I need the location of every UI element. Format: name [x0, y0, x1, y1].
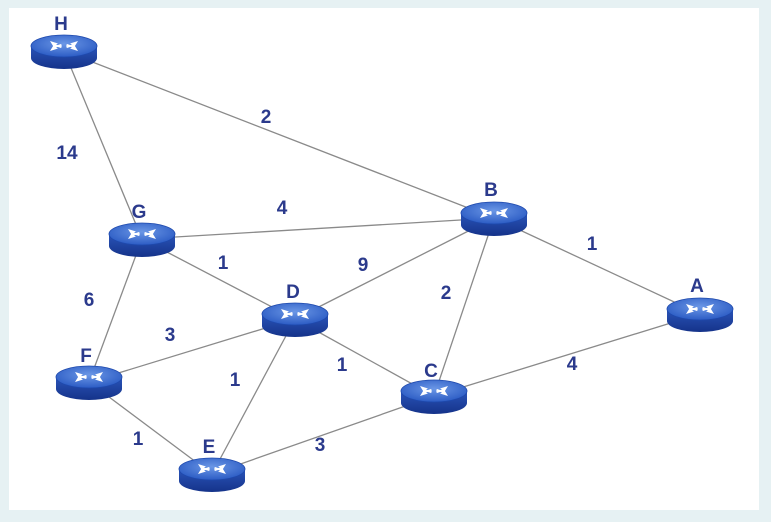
edge-D-E — [211, 318, 296, 475]
edge-B-C — [433, 217, 495, 397]
node-label-F: F — [80, 346, 92, 367]
router-icon — [55, 365, 123, 400]
edge-F-D — [88, 318, 296, 383]
edge-weight-H-B: 2 — [261, 107, 272, 128]
edge-weight-B-C: 2 — [441, 283, 452, 304]
edge-E-C — [211, 395, 435, 475]
edge-G-B — [141, 217, 495, 240]
router-icon — [30, 34, 98, 69]
node-label-H: H — [54, 14, 68, 35]
node-label-G: G — [132, 202, 147, 223]
router-node-D: D — [261, 282, 329, 337]
node-label-D: D — [286, 282, 300, 303]
node-label-E: E — [203, 437, 216, 458]
node-label-C: C — [424, 361, 438, 382]
edge-weight-C-A: 4 — [567, 354, 578, 375]
edge-weight-B-A: 1 — [587, 234, 598, 255]
router-icon — [460, 201, 528, 236]
router-icon — [666, 297, 734, 332]
node-label-A: A — [690, 276, 704, 297]
nodes-layer: H G B A D F C E — [30, 14, 734, 492]
edge-weight-G-D: 1 — [218, 253, 229, 274]
router-node-A: A — [666, 276, 734, 332]
router-node-C: C — [400, 361, 468, 414]
edge-weight-E-C: 3 — [315, 435, 326, 456]
edge-weight-F-D: 3 — [165, 325, 176, 346]
edge-weight-F-E: 1 — [133, 429, 144, 450]
router-node-F: F — [55, 346, 123, 400]
router-node-H: H — [30, 14, 98, 69]
router-icon — [108, 222, 176, 257]
edge-weight-H-G: 14 — [56, 143, 78, 164]
edge-weight-D-E: 1 — [230, 370, 241, 391]
router-node-E: E — [178, 437, 246, 492]
router-node-B: B — [460, 180, 528, 236]
router-icon — [261, 302, 329, 337]
edge-B-A — [493, 217, 701, 315]
router-node-G: G — [108, 202, 176, 257]
node-label-B: B — [484, 180, 498, 201]
edges-layer — [63, 50, 701, 475]
router-icon — [400, 379, 468, 414]
edge-C-A — [433, 313, 701, 397]
edge-weight-G-B: 4 — [277, 198, 288, 219]
edge-weight-D-B: 9 — [358, 255, 369, 276]
edge-D-B — [294, 217, 495, 320]
edge-H-G — [63, 50, 143, 240]
edge-weight-D-C: 1 — [337, 355, 348, 376]
router-icon — [178, 457, 246, 492]
edge-H-B — [63, 50, 495, 219]
edge-weight-G-F: 6 — [84, 290, 95, 311]
edge-G-F — [88, 238, 143, 383]
